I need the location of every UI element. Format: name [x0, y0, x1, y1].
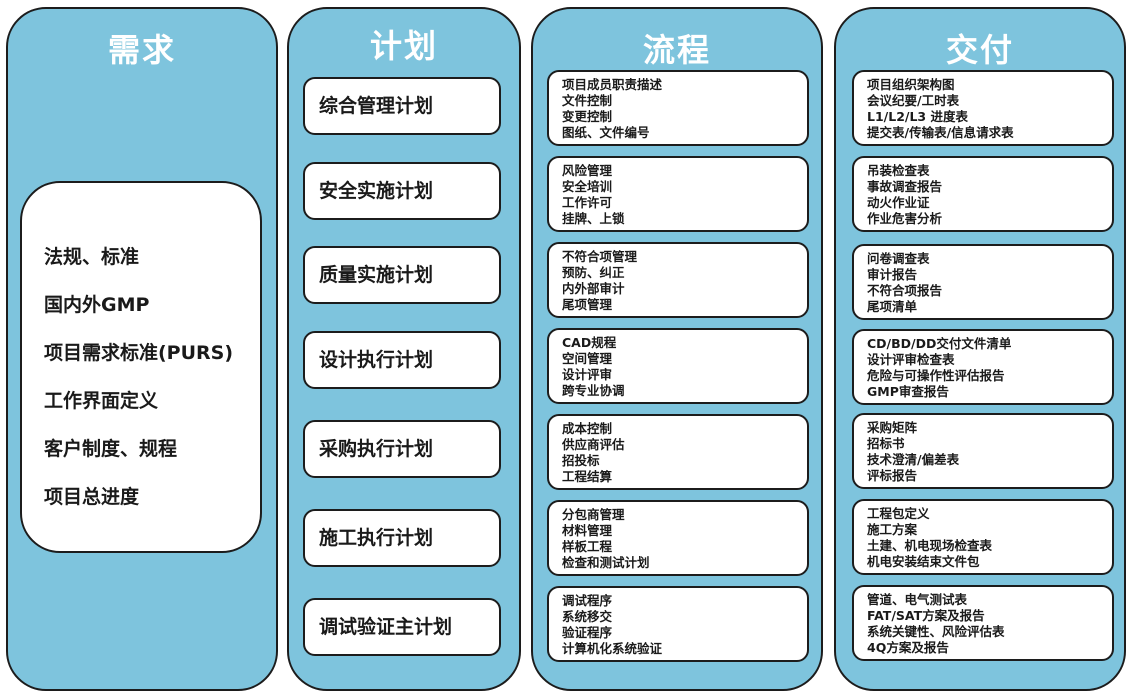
process-line: 系统移交	[562, 609, 613, 624]
process-line: 跨专业协调	[562, 383, 625, 398]
delivery-line: 采购矩阵	[867, 420, 918, 435]
process-box: 不符合项管理 预防、纠正 内外部审计 尾项管理	[547, 242, 809, 318]
delivery-line: 提交表/传输表/信息请求表	[867, 125, 1014, 140]
requirements-title: 需求	[107, 31, 176, 69]
delivery-line: 吊装检查表	[867, 163, 930, 178]
plan-item: 安全实施计划	[303, 162, 501, 220]
delivery-line: 工程包定义	[867, 506, 930, 521]
process-line: 不符合项管理	[562, 249, 638, 264]
delivery-line: 事故调查报告	[867, 179, 943, 194]
process-line: 空间管理	[562, 351, 613, 366]
delivery-box: 吊装检查表 事故调查报告 动火作业证 作业危害分析	[852, 156, 1114, 232]
plan-item: 调试验证主计划	[303, 598, 501, 656]
delivery-line: 项目组织架构图	[867, 77, 955, 92]
delivery-line: 会议纪要/工时表	[867, 93, 960, 108]
process-line: 风险管理	[562, 163, 613, 178]
requirement-item: 客户制度、规程	[44, 438, 178, 460]
process-title: 流程	[642, 31, 711, 69]
process-line: 项目成员职责描述	[562, 77, 663, 92]
delivery-line: 审计报告	[867, 267, 918, 282]
process-line: 设计评审	[562, 367, 613, 382]
requirement-item: 法规、标准	[44, 246, 140, 268]
delivery-box: 项目组织架构图 会议纪要/工时表 L1/L2/L3 进度表 提交表/传输表/信息…	[852, 70, 1114, 146]
delivery-box: 工程包定义 施工方案 土建、机电现场检查表 机电安装结束文件包	[852, 499, 1114, 575]
process-box: 成本控制 供应商评估 招投标 工程结算	[547, 414, 809, 490]
requirements-column: 需求 法规、标准 国内外GMP 项目需求标准(PURS) 工作界面定义 客户制度…	[6, 7, 278, 691]
delivery-line: 尾项清单	[867, 299, 918, 314]
process-line: 图纸、文件编号	[562, 125, 650, 140]
process-line: CAD规程	[562, 335, 617, 350]
process-line: 供应商评估	[562, 437, 625, 452]
delivery-line: CD/BD/DD交付文件清单	[867, 336, 1012, 351]
process-box: CAD规程 空间管理 设计评审 跨专业协调	[547, 328, 809, 404]
delivery-title: 交付	[945, 31, 1014, 69]
process-box: 风险管理 安全培训 工作许可 挂牌、上锁	[547, 156, 809, 232]
process-line: 招投标	[562, 453, 600, 468]
delivery-line: 土建、机电现场检查表	[867, 538, 993, 553]
plan-item: 综合管理计划	[303, 77, 501, 135]
process-line: 内外部审计	[562, 281, 625, 296]
delivery-box: 问卷调查表 审计报告 不符合项报告 尾项清单	[852, 244, 1114, 320]
delivery-line: 评标报告	[867, 468, 918, 483]
process-line: 文件控制	[562, 93, 613, 108]
process-line: 挂牌、上锁	[562, 211, 625, 226]
delivery-line: 机电安装结束文件包	[867, 554, 980, 569]
plan-item: 施工执行计划	[303, 509, 501, 567]
delivery-box: CD/BD/DD交付文件清单 设计评审检查表 危险与可操作性评估报告 GMP审查…	[852, 329, 1114, 405]
delivery-line: 施工方案	[867, 522, 918, 537]
plan-item: 设计执行计划	[303, 331, 501, 389]
delivery-line: GMP审查报告	[867, 384, 949, 399]
plan-column: 计划 综合管理计划 安全实施计划 质量实施计划 设计执行计划 采购执行计划 施工…	[287, 7, 521, 691]
process-column: 流程 项目成员职责描述 文件控制 变更控制 图纸、文件编号 风险管理 安全培训 …	[531, 7, 823, 691]
delivery-line: 4Q方案及报告	[867, 640, 949, 655]
plan-item: 采购执行计划	[303, 420, 501, 478]
delivery-box: 采购矩阵 招标书 技术澄清/偏差表 评标报告	[852, 413, 1114, 489]
delivery-line: 危险与可操作性评估报告	[867, 368, 1005, 383]
process-box: 项目成员职责描述 文件控制 变更控制 图纸、文件编号	[547, 70, 809, 146]
requirement-item: 项目总进度	[44, 486, 140, 508]
requirement-item: 国内外GMP	[44, 294, 150, 316]
delivery-line: L1/L2/L3 进度表	[867, 109, 968, 124]
process-line: 安全培训	[562, 179, 613, 194]
process-line: 分包商管理	[562, 507, 625, 522]
process-line: 预防、纠正	[562, 265, 625, 280]
plan-title: 计划	[369, 27, 438, 65]
requirement-item: 项目需求标准(PURS)	[44, 342, 234, 364]
delivery-line: 技术澄清/偏差表	[867, 452, 960, 467]
delivery-line: 管道、电气测试表	[867, 592, 968, 607]
delivery-line: 动火作业证	[867, 195, 930, 210]
process-line: 样板工程	[562, 539, 613, 554]
process-line: 计算机化系统验证	[562, 641, 663, 656]
process-line: 成本控制	[562, 421, 613, 436]
process-line: 检查和测试计划	[562, 555, 650, 570]
delivery-line: 不符合项报告	[867, 283, 943, 298]
delivery-line: 系统关键性、风险评估表	[867, 624, 1005, 639]
delivery-line: 招标书	[867, 436, 905, 451]
process-line: 工作许可	[562, 195, 613, 210]
delivery-line: FAT/SAT方案及报告	[867, 608, 985, 623]
delivery-line: 设计评审检查表	[867, 352, 955, 367]
process-line: 变更控制	[562, 109, 613, 124]
delivery-box: 管道、电气测试表 FAT/SAT方案及报告 系统关键性、风险评估表 4Q方案及报…	[852, 585, 1114, 661]
process-line: 工程结算	[562, 469, 613, 484]
process-box: 调试程序 系统移交 验证程序 计算机化系统验证	[547, 586, 809, 662]
process-box: 分包商管理 材料管理 样板工程 检查和测试计划	[547, 500, 809, 576]
plan-item: 质量实施计划	[303, 246, 501, 304]
requirement-item: 工作界面定义	[44, 390, 159, 412]
requirements-box: 法规、标准 国内外GMP 项目需求标准(PURS) 工作界面定义 客户制度、规程…	[20, 181, 262, 553]
process-line: 调试程序	[562, 593, 613, 608]
process-line: 验证程序	[562, 625, 613, 640]
process-line: 材料管理	[562, 523, 613, 538]
process-line: 尾项管理	[562, 297, 613, 312]
delivery-line: 作业危害分析	[867, 211, 943, 226]
delivery-column: 交付 项目组织架构图 会议纪要/工时表 L1/L2/L3 进度表 提交表/传输表…	[834, 7, 1126, 691]
delivery-line: 问卷调查表	[867, 251, 930, 266]
